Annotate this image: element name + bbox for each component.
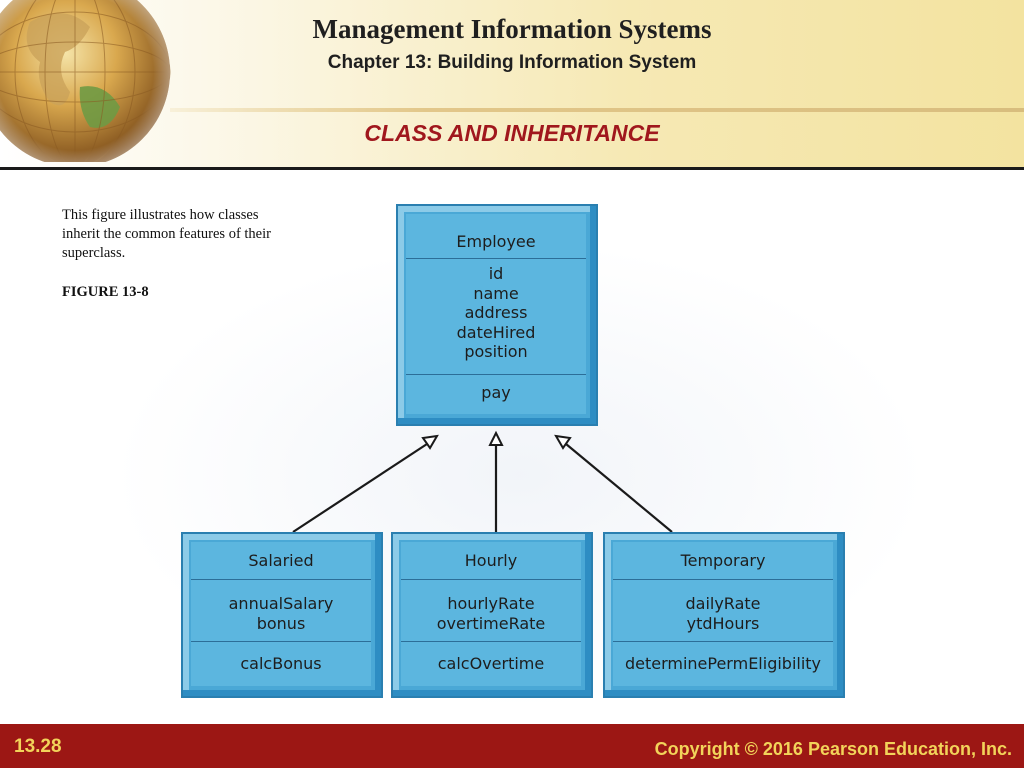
attribute: annualSalary xyxy=(228,594,334,613)
slide-number: 13.28 xyxy=(14,736,62,757)
class-divider xyxy=(406,374,586,375)
attribute: id xyxy=(488,264,504,283)
temporary-inheritance-line xyxy=(565,443,673,533)
class-divider xyxy=(401,579,581,580)
chapter-subtitle: Chapter 13: Building Information System xyxy=(327,52,697,73)
attribute: bonus xyxy=(256,613,306,633)
globe-logo xyxy=(0,0,171,162)
class-method: calcBonus xyxy=(240,654,322,673)
class-attributes: id name address dateHired position xyxy=(406,264,586,362)
slide-header xyxy=(0,0,1024,168)
page-title: Management Information Systems xyxy=(312,14,712,44)
salaried-arrowhead xyxy=(421,434,439,450)
class-divider xyxy=(401,641,581,642)
hourly-arrowhead xyxy=(488,430,504,446)
class-divider xyxy=(613,579,833,580)
class-method: pay xyxy=(481,383,511,402)
class-attributes: annualSalary bonus xyxy=(191,594,371,633)
section-title: CLASS AND INHERITANCE xyxy=(364,120,660,146)
class-name: Salaried xyxy=(248,551,314,570)
slide-footer xyxy=(0,724,1024,768)
class-method: calcOvertime xyxy=(437,654,545,673)
class-name: Temporary xyxy=(680,551,766,570)
attribute: hourlyRate xyxy=(447,594,535,613)
class-name: Hourly xyxy=(464,551,518,570)
attribute: ytdHours xyxy=(686,613,760,633)
class-divider xyxy=(406,258,586,259)
class-method: determinePermEligibility xyxy=(624,654,822,673)
attribute: address xyxy=(464,303,528,322)
class-name: Employee xyxy=(456,232,536,251)
class-box-hourly: Hourly hourlyRate overtimeRate calcOvert… xyxy=(391,532,593,698)
class-box-temporary: Temporary dailyRate ytdHours determinePe… xyxy=(603,532,845,698)
attribute: dailyRate xyxy=(685,594,761,613)
attribute: dateHired xyxy=(456,322,536,342)
class-divider xyxy=(613,641,833,642)
attribute: position xyxy=(464,342,528,361)
header-divider xyxy=(0,167,1024,170)
class-attributes: hourlyRate overtimeRate xyxy=(401,594,581,633)
class-attributes: dailyRate ytdHours xyxy=(613,594,833,633)
figure-caption: This figure illustrates how classes inhe… xyxy=(62,207,271,261)
header-accent-line xyxy=(170,108,1024,112)
class-divider xyxy=(191,579,371,580)
temporary-arrowhead xyxy=(554,434,572,450)
copyright-notice: Copyright © 2016 Pearson Education, Inc. xyxy=(654,739,1012,759)
attribute: overtimeRate xyxy=(436,613,546,633)
class-box-salaried: Salaried annualSalary bonus calcBonus xyxy=(181,532,383,698)
class-box-employee: Employee id name address dateHired posit… xyxy=(396,204,598,426)
class-divider xyxy=(191,641,371,642)
salaried-inheritance-line xyxy=(292,443,428,533)
attribute: name xyxy=(473,283,519,303)
